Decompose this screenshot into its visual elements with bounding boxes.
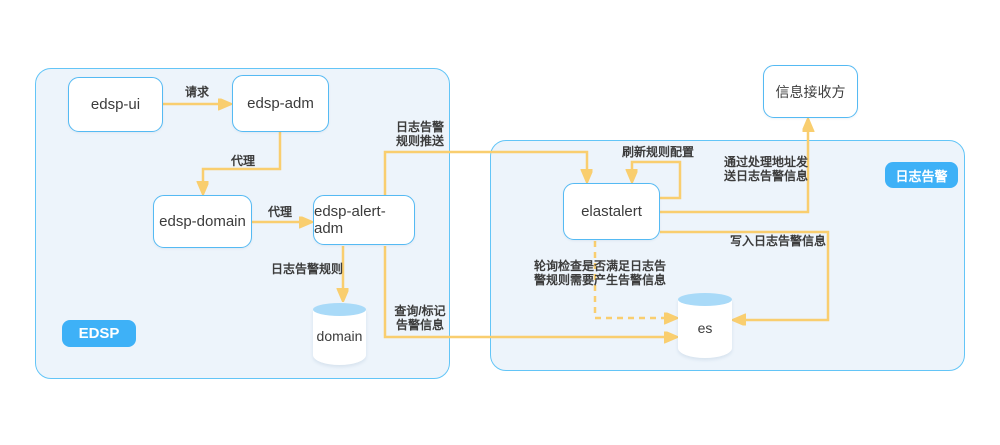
edge-query-mark [383,246,675,337]
node-label: elastalert [581,203,642,220]
edge-refresh-rules-loop [632,160,682,200]
edge-proxy-1 [203,132,282,192]
node-label: edsp-alert-adm [314,203,386,237]
edge-rule-push [383,150,587,196]
edge-label-proxy-2: 代理 [267,205,292,219]
edge-label-refresh-rules: 刷新规则配置 [621,145,694,159]
node-label: 信息接收方 [775,83,846,100]
node-elastalert: elastalert [563,183,660,240]
edge-write-alert-info [660,230,830,320]
node-label: edsp-domain [159,213,246,230]
group-label-edsp: EDSP [62,320,136,347]
edge-label-request: 请求 [184,85,209,99]
edge-label-send-to-receiver: 通过处理地址发 送日志告警信息 [723,155,808,183]
node-message-receiver: 信息接收方 [763,65,858,118]
edge-label-proxy-1: 代理 [230,154,255,168]
cylinder-body [313,309,366,365]
edge-poll-check [593,241,675,318]
edge-label-rule-push: 日志告警 规则推送 [395,120,444,148]
node-edsp-adm: edsp-adm [232,75,329,132]
group-label-log-alert: 日志告警 [885,162,958,188]
node-es-database: es [678,293,732,358]
node-label: domain [316,327,363,344]
node-label: edsp-adm [247,95,314,112]
cylinder-body [678,299,732,358]
node-label: es [697,319,713,336]
edge-label-poll-check: 轮询检查是否满足日志告 警规则需要产生告警信息 [533,259,666,287]
node-edsp-ui: edsp-ui [68,77,163,132]
node-edsp-domain: edsp-domain [153,195,252,248]
edge-send-to-receiver [660,121,808,214]
node-domain-database: domain [313,303,366,365]
edge-label-query-mark: 查询/标记 告警信息 [394,304,446,332]
edge-label-write-alert-info: 写入日志告警信息 [730,234,827,248]
node-label: edsp-ui [90,96,141,113]
edge-label-alert-rule: 日志告警规则 [270,262,343,276]
cylinder-top [313,303,366,316]
cylinder-top [678,293,732,306]
node-edsp-alert-adm: edsp-alert-adm [313,195,415,245]
